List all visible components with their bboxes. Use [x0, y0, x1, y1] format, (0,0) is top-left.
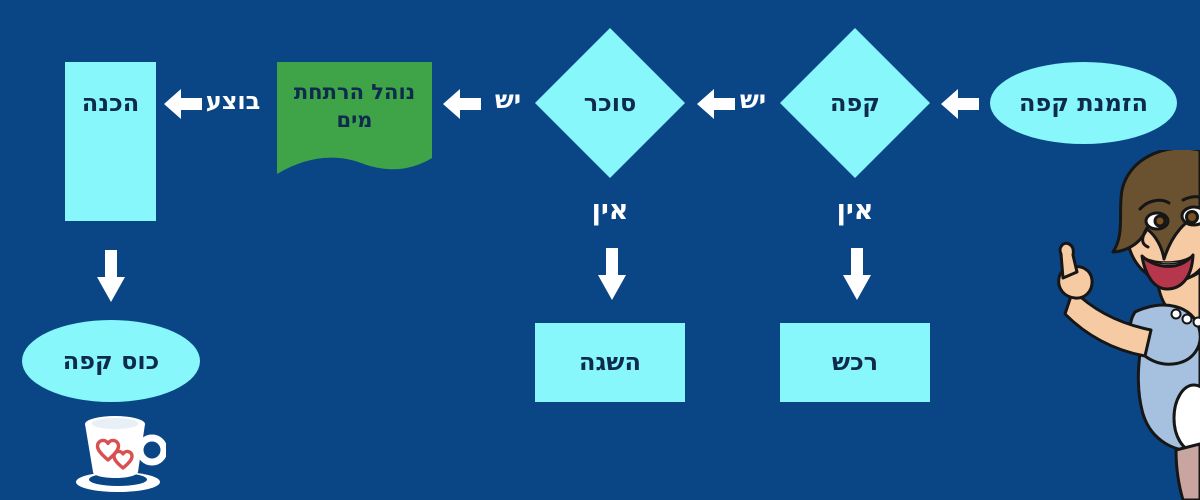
node-obtain-label: השגה	[579, 348, 641, 377]
node-purchase-label: רכש	[831, 348, 879, 377]
node-coffee-decision-label: קפה	[830, 88, 880, 117]
node-end-coffee-cup-label: כוס קפה	[62, 346, 160, 375]
arrow-left-icon	[941, 89, 979, 119]
arrow-left-icon	[443, 89, 481, 119]
coffee-cup-with-hearts-icon	[76, 416, 166, 492]
edge-label-coffee-yes: יש	[739, 85, 767, 114]
node-start-order-label: הזמנת קפה	[1018, 88, 1149, 117]
node-prepare-label: הכנה	[81, 89, 140, 117]
document-shape	[277, 62, 432, 174]
node-sugar-decision: סוכר	[535, 28, 685, 178]
arrow-down-icon	[97, 250, 125, 302]
node-prepare: הכנה	[65, 62, 156, 221]
node-coffee-decision: קפה	[780, 28, 930, 178]
node-end-coffee-cup: כוס קפה	[22, 320, 200, 402]
node-obtain: השגה	[535, 323, 685, 402]
node-boil-water-document: נוהל הרתחת מים	[277, 62, 432, 180]
edge-label-done: בוצע	[205, 87, 261, 115]
edge-label-coffee-no: אין	[836, 195, 874, 226]
edge-label-sugar-yes: יש	[494, 85, 522, 114]
node-sugar-decision-label: סוכר	[583, 88, 637, 117]
edge-label-sugar-no: אין	[591, 195, 629, 226]
arrow-left-icon	[164, 89, 202, 119]
arrow-down-icon	[843, 248, 871, 300]
arrow-left-icon	[697, 89, 735, 119]
node-purchase: רכש	[780, 323, 930, 402]
node-boil-water-document-label: נוהל הרתחת מים	[293, 80, 416, 133]
node-start-order: הזמנת קפה	[990, 62, 1177, 144]
arrow-down-icon	[598, 248, 626, 300]
waitress-pointing-illustration	[1057, 150, 1200, 500]
